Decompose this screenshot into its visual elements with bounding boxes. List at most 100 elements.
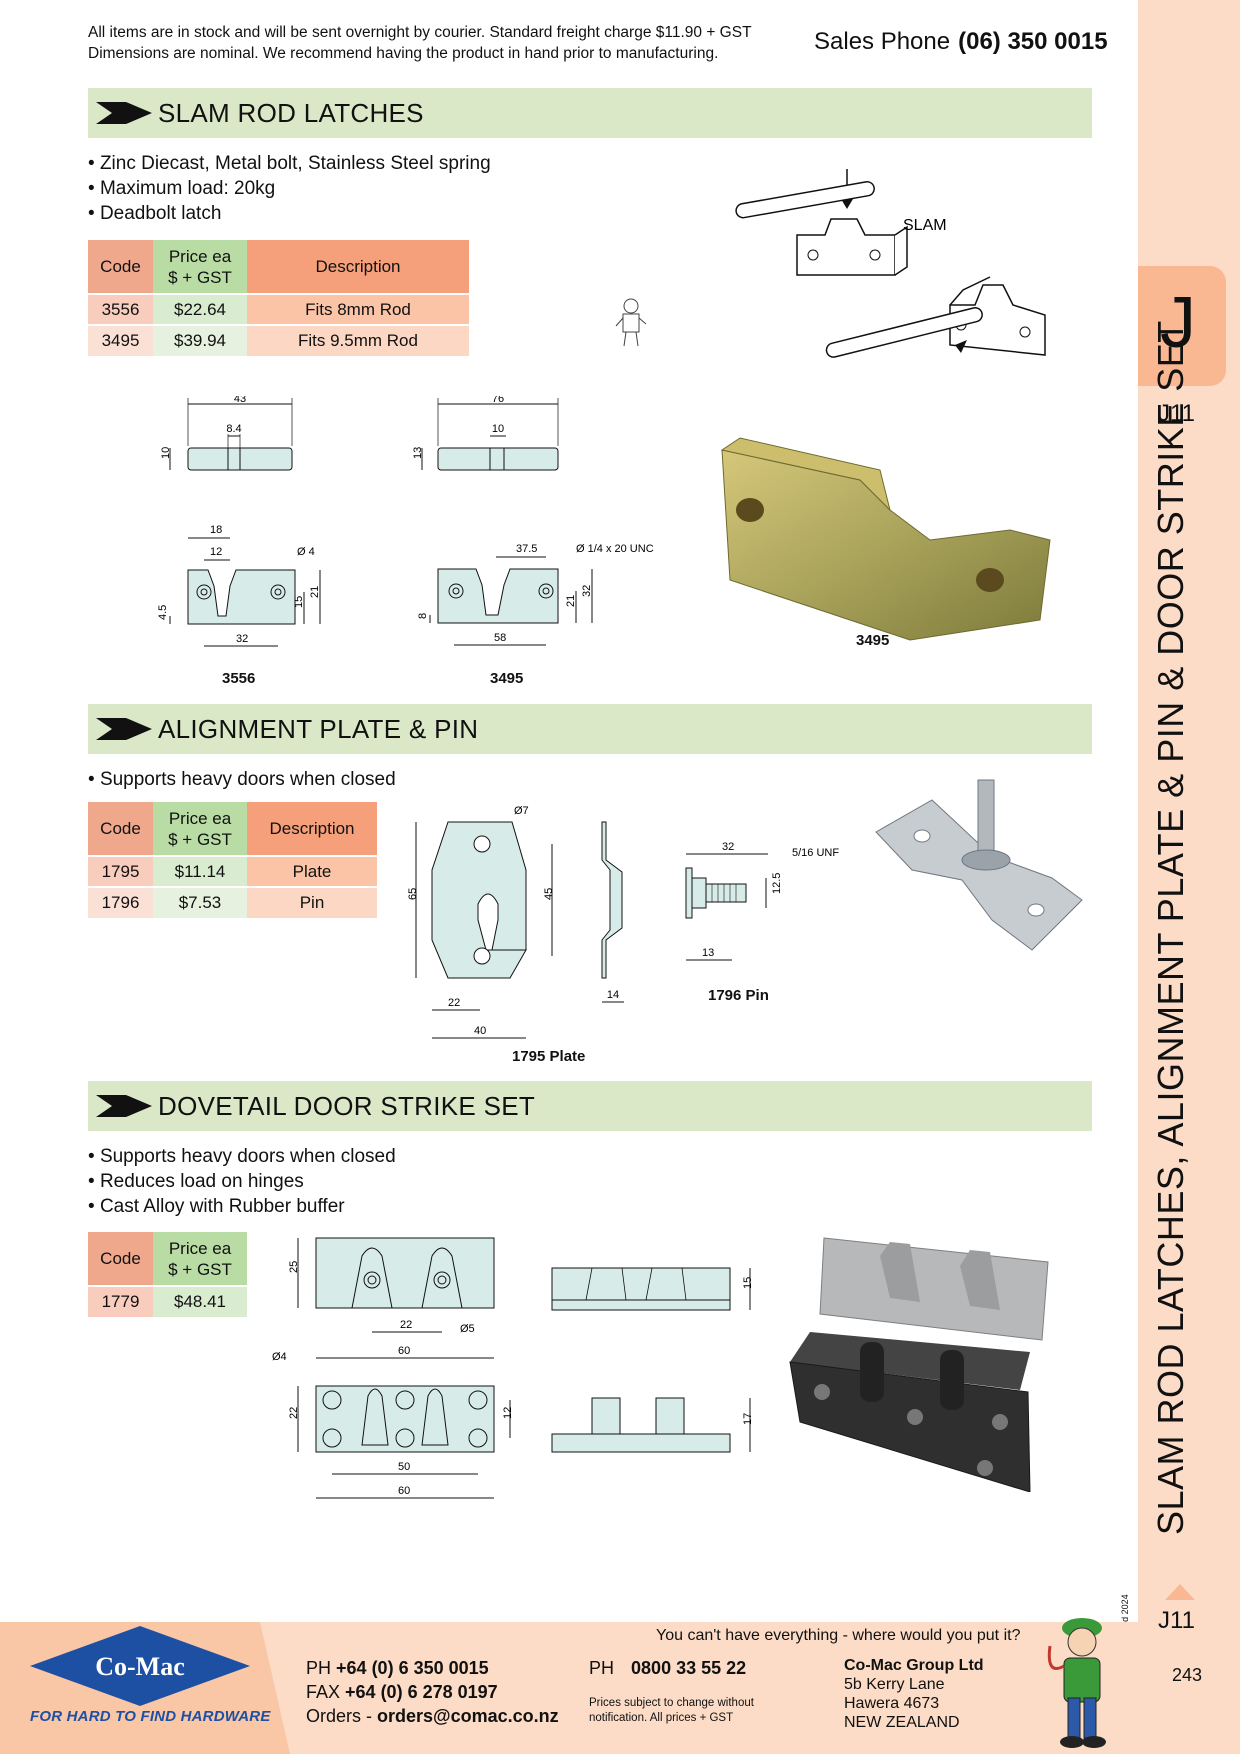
cell-desc: Fits 9.5mm Rod [247,324,469,356]
dim-label: Ø 4 [297,546,315,558]
caption-3495: 3495 [490,670,524,687]
dim-label: 13 [412,447,424,459]
photo-plate-pin [875,779,1083,951]
dim-label: 32 [722,841,734,853]
dim-label: 17 [742,1413,754,1425]
mascot-small-icon [615,298,647,347]
section-title: ALIGNMENT PLATE & PIN [158,714,479,744]
bullet: Deadbolt latch [88,201,491,226]
col-description: Description [247,802,377,856]
logo-text: Co-Mac [95,1652,185,1681]
dim-label: 22 [288,1407,300,1419]
col-code: Code [88,802,153,856]
dim-label: 22 [400,1319,412,1331]
bullet: Cast Alloy with Rubber buffer [88,1194,396,1219]
notice-line-1: All items are in stock and will be sent … [88,24,752,41]
dim-label: 5/16 UNF [792,847,839,859]
dim-label: 45 [543,888,555,900]
drawing-3556-front: 18 12 Ø 4 15 21 4.5 32 [157,524,321,647]
bullet: Supports heavy doors when closed [88,1144,396,1169]
table-row: 1779 $48.41 [88,1285,247,1317]
footer-freephone: PH 0800 33 55 22 [589,1658,747,1678]
dim-label: 8.4 [226,423,241,435]
dim-label: 65 [407,888,419,900]
dim-label: 58 [494,632,506,644]
section-tab[interactable] [1138,266,1226,386]
dim-label: 10 [160,447,172,459]
cell-desc: Plate [247,855,377,887]
drawing-3495-top: 76 10 13 [412,396,559,471]
section1-bullets: Zinc Diecast, Metal bolt, Stainless Stee… [88,151,491,226]
footer-freephone-number[interactable]: 0800 33 55 22 [631,1658,747,1678]
cell-price: $7.53 [153,886,247,918]
dim-label: 15 [293,596,305,608]
notice-line-2: Dimensions are nominal. We recommend hav… [88,45,719,62]
col-price: Price ea$ + GST [153,240,247,294]
dim-label: 21 [309,586,321,598]
bullet: Zinc Diecast, Metal bolt, Stainless Stee… [88,151,491,176]
table-row: 3556 $22.64 Fits 8mm Rod [88,293,469,325]
section-banner-dovetail: DOVETAIL DOOR STRIKE SET [88,1081,1092,1131]
slam-label: SLAM [903,217,947,234]
section2-bullets: Supports heavy doors when closed [88,767,396,792]
sales-phone-label: Sales Phone [814,28,951,55]
sales-phone-number[interactable]: (06) 350 0015 [958,28,1108,55]
dim-label: 13 [702,947,714,959]
price-table-slam: Code Price ea$ + GST Description 3556 $2… [88,240,469,356]
dim-label: 50 [398,1461,410,1473]
section-banner-slam-rod: SLAM ROD LATCHES [88,88,1092,138]
cell-price: $22.64 [153,293,247,325]
dim-label: 15 [742,1277,754,1289]
bullet: Supports heavy doors when closed [88,767,396,792]
footer-logo-panel: Co-Mac [0,1622,290,1754]
drawing-plate: Ø7 65 45 22 40 14 [407,805,624,1039]
col-description: Description [247,240,469,294]
arrow-icon [96,718,152,740]
dim-label: Ø5 [460,1323,475,1335]
page-ref-top: J11 [1158,400,1195,427]
dim-label: 40 [474,1025,486,1037]
photo-caption-3495: 3495 [856,632,890,649]
dim-label: 12 [210,546,222,558]
col-code: Code [88,1232,153,1286]
footer-phone[interactable]: +64 (0) 6 350 0015 [336,1658,489,1678]
header-notice: All items are in stock and will be sent … [88,22,788,64]
dim-label: 12 [502,1407,514,1419]
drawing-3556-side: 43 8.4 [187,396,293,446]
price-table-dovetail: Code Price ea$ + GST 1779 $48.41 [88,1232,247,1317]
cell-code: 1796 [88,886,153,918]
drawing-3556-top: 10 [160,434,293,471]
dim-label: 60 [398,1485,410,1497]
vertical-title: SLAM ROD LATCHES, ALIGNMENT PLATE & PIN … [1150,320,1191,1535]
page-ref-bottom: J11 [1158,1607,1195,1634]
cell-code: 1779 [88,1285,153,1317]
caption-pin: 1796 Pin [708,987,769,1004]
dim-label: 60 [398,1345,410,1357]
tab-notch-icon [1165,1584,1195,1600]
cell-desc: Fits 8mm Rod [247,293,469,325]
section-title: DOVETAIL DOOR STRIKE SET [158,1091,536,1121]
footer-price-note: Prices subject to change without notific… [589,1697,754,1724]
footer-email[interactable]: orders@comac.co.nz [377,1706,559,1726]
mascot-icon [1047,1618,1106,1748]
drawing-pin: 32 5/16 UNF 12.5 13 [685,841,839,961]
photo-3495 [720,437,1051,641]
cell-price: $39.94 [153,324,247,356]
drawing-3495-front: 37.5 Ø 1/4 x 20 UNC 21 32 8 58 [417,543,654,646]
sales-phone: Sales Phone (06) 350 0015 [814,28,1108,56]
section-banner-alignment: ALIGNMENT PLATE & PIN [88,704,1092,754]
bullet: Reduces load on hinges [88,1169,396,1194]
cell-price: $11.14 [153,855,247,887]
cell-code: 3556 [88,293,153,325]
dim-label: 18 [210,524,222,536]
dim-label: 8 [417,613,429,619]
dim-label: 32 [581,585,593,597]
table-row: 3495 $39.94 Fits 9.5mm Rod [88,324,469,356]
caption-3556: 3556 [222,670,256,687]
col-price: Price ea$ + GST [153,802,247,856]
footer-address: Co-Mac Group Ltd 5b Kerry Lane Hawera 46… [844,1657,984,1731]
cell-code: 3495 [88,324,153,356]
col-price: Price ea$ + GST [153,1232,247,1286]
arrow-icon [96,1095,152,1117]
section3-bullets: Supports heavy doors when closed Reduces… [88,1144,396,1219]
